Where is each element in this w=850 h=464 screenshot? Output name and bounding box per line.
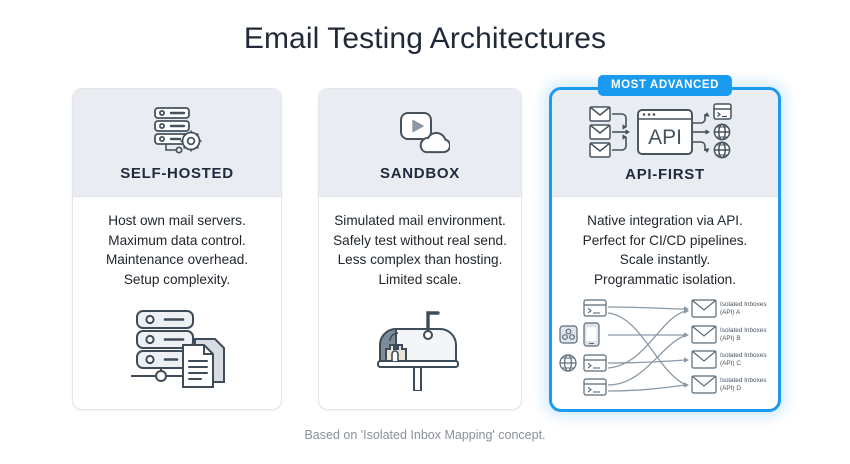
isolated-inbox-mapping-diagram: Isolated Inboxes (API) A Isolated Inboxe… (556, 293, 774, 401)
card-line: Programmatic isolation. (593, 271, 737, 287)
server-rack-documents-icon (73, 305, 281, 391)
card-line: Scale instantly. (619, 252, 711, 267)
inbox-label-line1: Isolated Inboxes (720, 327, 767, 334)
page-title: Email Testing Architectures (243, 22, 607, 55)
card-sandbox[interactable]: SANDBOX Simulated mail environment. Safe… (318, 88, 522, 410)
terminal-window-icon (583, 299, 607, 317)
card-line: Perfect for CI/CD pipelines. (582, 232, 748, 248)
card-body-sandbox: Simulated mail environment. Safely test … (319, 197, 521, 289)
inbox-label-line1: Isolated Inboxes (720, 377, 767, 384)
envelope-icon (691, 299, 717, 318)
most-advanced-badge: MOST ADVANCED (597, 75, 733, 96)
card-line: Safely test without real send. (333, 232, 507, 248)
inbox-label-line1: Isolated Inboxes (720, 352, 767, 359)
card-api-first[interactable]: API (549, 87, 781, 412)
server-gear-icon (146, 103, 208, 159)
api-flow-icon: API (586, 103, 744, 160)
chip-icon (559, 325, 578, 344)
card-line: Less complex than hosting. (337, 252, 503, 267)
envelope-icon (691, 375, 717, 394)
inbox-label-line1: Isolated Inboxes (720, 301, 767, 308)
play-cloud-icon (390, 103, 450, 159)
card-title-api-first: API-FIRST (625, 166, 705, 183)
inbox-label-line2: (API) C (720, 360, 741, 367)
card-body-self-hosted: Host own mail servers. Maximum data cont… (73, 197, 281, 289)
card-title-self-hosted: SELF-HOSTED (120, 165, 234, 182)
terminal-window-icon (583, 354, 607, 372)
inbox-label-line2: (API) D (720, 385, 741, 392)
card-line: Simulated mail environment. (334, 213, 506, 228)
api-label: API (648, 126, 682, 149)
terminal-window-icon (583, 378, 607, 396)
card-self-hosted[interactable]: SELF-HOSTED Host own mail servers. Maxim… (72, 88, 282, 410)
inbox-label-line2: (API) B (720, 335, 741, 342)
card-line: Maintenance overhead. (105, 252, 249, 267)
card-line: Maximum data control. (108, 232, 246, 248)
card-line: Limited scale. (378, 271, 462, 287)
envelope-icon (691, 350, 717, 369)
footer-note: Based on 'Isolated Inbox Mapping' concep… (304, 428, 546, 442)
card-line: Host own mail servers. (108, 213, 246, 228)
mailbox-sandcastle-icon (319, 305, 521, 391)
card-body-api-first: Native integration via API. Perfect for … (552, 197, 778, 289)
envelope-icon (691, 325, 717, 344)
card-api-first-wrapper: MOST ADVANCED (549, 75, 781, 412)
globe-icon (559, 354, 577, 372)
card-header-sandbox: SANDBOX (319, 89, 521, 197)
card-line: Native integration via API. (587, 213, 743, 228)
card-title-sandbox: SANDBOX (380, 165, 460, 182)
card-line: Setup complexity. (123, 271, 231, 287)
inbox-label-line2: (API) A (720, 309, 741, 316)
card-header-self-hosted: SELF-HOSTED (73, 89, 281, 197)
card-header-api-first: API (552, 90, 778, 197)
mobile-phone-icon (583, 322, 600, 347)
